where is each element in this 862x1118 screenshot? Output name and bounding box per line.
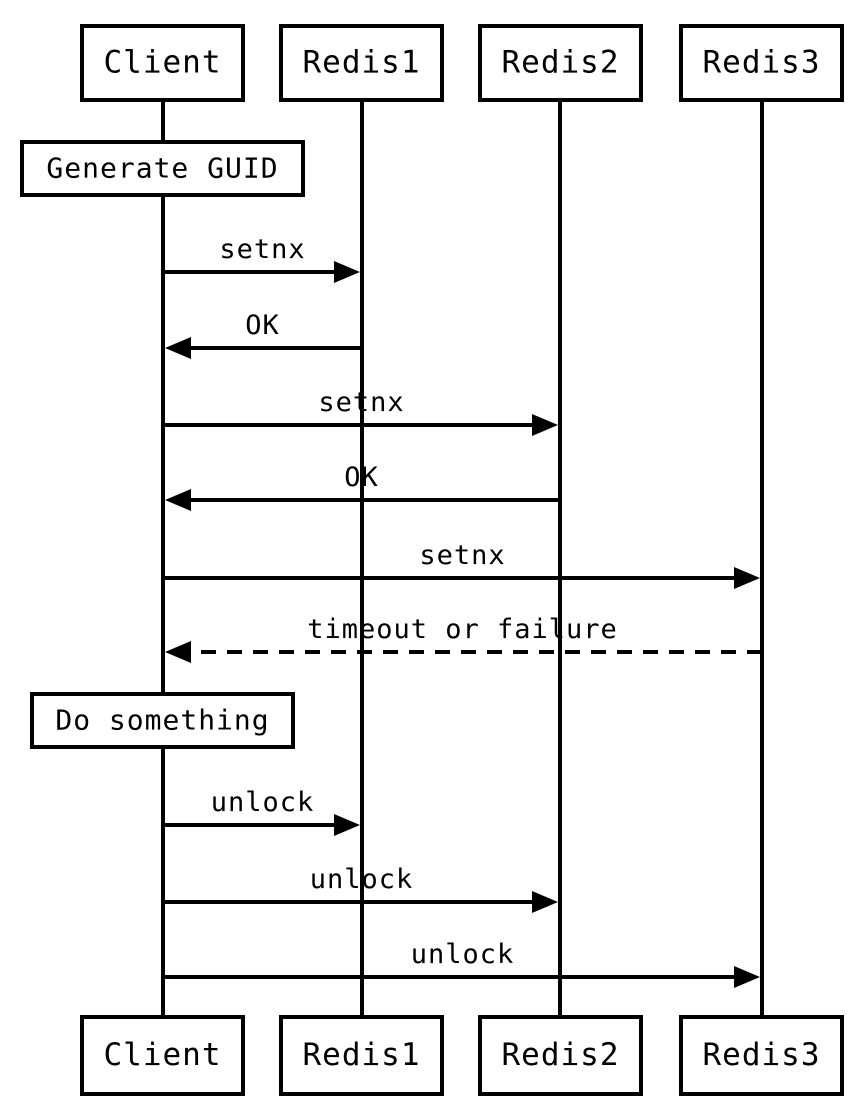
msg-unlock-r3-arrowhead [734, 966, 760, 988]
participant-footer-redis3[interactable]: Redis3 [679, 1015, 844, 1096]
participant-footer-box-client [80, 1015, 245, 1096]
msg-unlock-r1-arrowhead [334, 814, 360, 836]
participant-footer-redis1[interactable]: Redis1 [279, 1015, 444, 1096]
participant-footer-redis2[interactable]: Redis2 [478, 1015, 643, 1096]
msg-unlock-r3[interactable]: unlock [163, 939, 760, 988]
participant-footer-label-redis3: Redis3 [703, 1037, 821, 1073]
msg-setnx-r1-label: setnx [219, 234, 305, 265]
participant-header-box-redis2 [478, 24, 643, 102]
participant-header-label-redis2: Redis2 [502, 45, 620, 81]
msg-unlock-r2-label: unlock [310, 864, 414, 895]
participant-header-label-redis3: Redis3 [703, 45, 821, 81]
participant-header-label-client: Client [104, 45, 222, 81]
msg-ok-r1-label: OK [245, 310, 280, 341]
note-do-something-box [30, 692, 295, 749]
participant-header-box-client [80, 24, 245, 102]
participant-footer-box-redis3 [679, 1015, 844, 1096]
participant-header-redis1[interactable]: Redis1 [279, 24, 444, 102]
participant-header-box-redis1 [279, 24, 444, 102]
msg-setnx-r3[interactable]: setnx [163, 540, 760, 589]
note-do-something-label: Do something [55, 704, 269, 737]
msg-setnx-r2-label: setnx [318, 387, 404, 418]
msg-unlock-r1[interactable]: unlock [163, 787, 360, 836]
participant-footer-box-redis2 [478, 1015, 643, 1096]
participant-header-label-redis1: Redis1 [303, 45, 421, 81]
msg-setnx-r1[interactable]: setnx [163, 234, 360, 283]
msg-setnx-r2[interactable]: setnx [163, 387, 558, 436]
participant-header-client[interactable]: Client [80, 24, 245, 102]
msg-ok-r1-arrowhead [165, 337, 191, 359]
msg-timeout-r3[interactable]: timeout or failure [165, 614, 762, 663]
msg-unlock-r3-label: unlock [411, 939, 515, 970]
note-generate-guid-box [20, 140, 305, 197]
msg-ok-r2-arrowhead [165, 489, 191, 511]
participant-footer-client[interactable]: Client [80, 1015, 245, 1096]
participant-footer-label-client: Client [104, 1037, 222, 1073]
note-do-something[interactable]: Do something [30, 692, 295, 749]
participant-footer-box-redis1 [279, 1015, 444, 1096]
msg-ok-r2[interactable]: OK [165, 462, 560, 511]
msg-timeout-r3-label: timeout or failure [307, 614, 618, 645]
note-generate-guid-label: Generate GUID [46, 152, 278, 185]
msg-unlock-r1-label: unlock [211, 787, 315, 818]
msg-setnx-r1-arrowhead [334, 261, 360, 283]
msg-setnx-r2-arrowhead [532, 414, 558, 436]
participant-footer-label-redis1: Redis1 [303, 1037, 421, 1073]
msg-setnx-r3-arrowhead [734, 567, 760, 589]
msg-unlock-r2-arrowhead [532, 891, 558, 913]
msg-ok-r2-label: OK [344, 462, 379, 493]
msg-timeout-r3-arrowhead [165, 641, 191, 663]
participant-header-box-redis3 [679, 24, 844, 102]
participant-header-redis3[interactable]: Redis3 [679, 24, 844, 102]
msg-ok-r1[interactable]: OK [165, 310, 362, 359]
msg-unlock-r2[interactable]: unlock [163, 864, 558, 913]
note-generate-guid[interactable]: Generate GUID [20, 140, 305, 197]
participant-footer-label-redis2: Redis2 [502, 1037, 620, 1073]
msg-setnx-r3-label: setnx [419, 540, 505, 571]
participant-header-redis2[interactable]: Redis2 [478, 24, 643, 102]
